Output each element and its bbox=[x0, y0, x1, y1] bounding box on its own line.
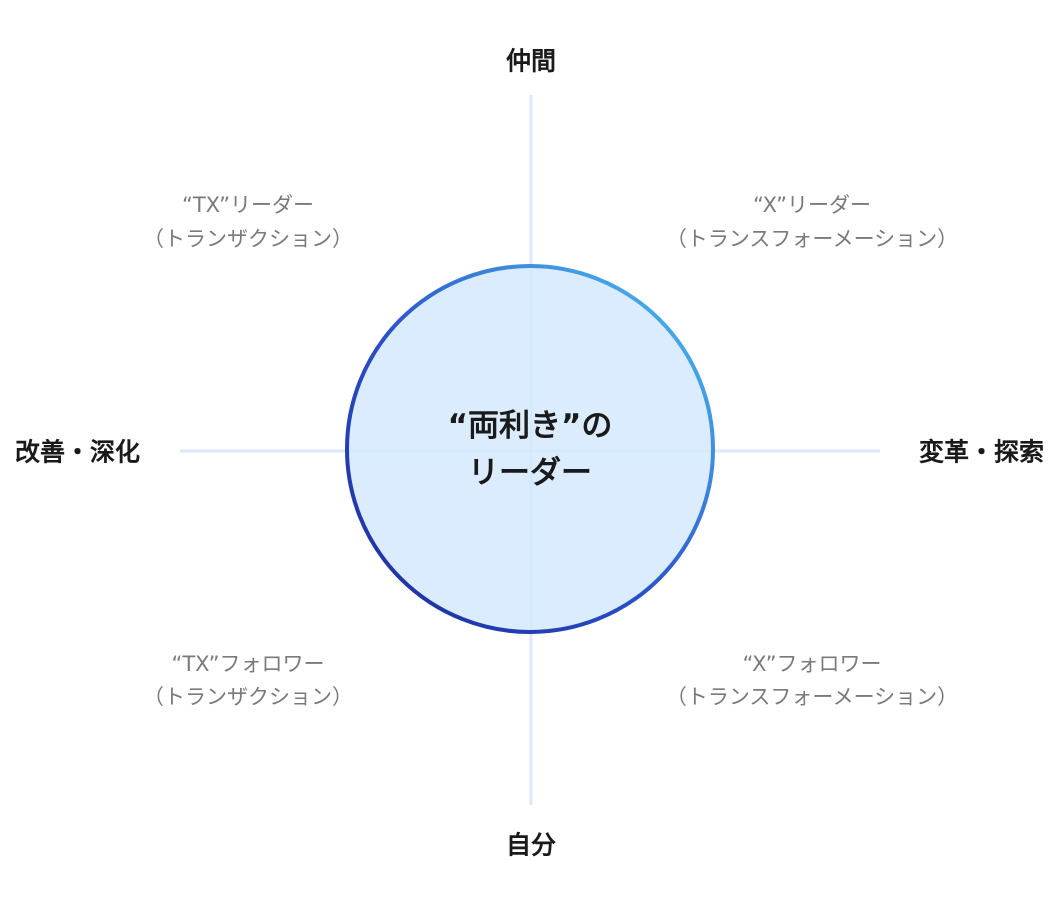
axis-label-bottom: 自分 bbox=[506, 831, 556, 860]
axis-label-left: 改善・深化 bbox=[15, 438, 140, 467]
center-label-line2: リーダー bbox=[468, 455, 592, 491]
quadrant-title: “TX”リーダー bbox=[182, 193, 314, 217]
axis-label-top: 仲間 bbox=[506, 47, 556, 76]
quadrant-bottom-right: “X”フォロワー （トランスフォーメーション） bbox=[666, 652, 958, 709]
quadrant-title: “TX”フォロワー bbox=[171, 652, 324, 676]
axis-label-right: 変革・探索 bbox=[919, 438, 1044, 467]
quadrant-top-left: “TX”リーダー （トランザクション） bbox=[143, 193, 353, 251]
center-circle bbox=[345, 264, 715, 634]
center-label-line1: “両利き”の bbox=[448, 408, 613, 444]
quadrant-top-right: “X”リーダー （トランスフォーメーション） bbox=[666, 193, 958, 251]
quadrant-title: “X”フォロワー bbox=[742, 652, 881, 676]
quadrant-subtitle: （トランスフォーメーション） bbox=[666, 685, 958, 709]
quadrant-subtitle: （トランスフォーメーション） bbox=[666, 227, 958, 251]
quadrant-title: “X”リーダー bbox=[753, 193, 871, 217]
quadrant-bottom-left: “TX”フォロワー （トランザクション） bbox=[143, 652, 353, 709]
quadrant-subtitle: （トランザクション） bbox=[143, 685, 353, 709]
quadrant-subtitle: （トランザクション） bbox=[143, 227, 353, 251]
